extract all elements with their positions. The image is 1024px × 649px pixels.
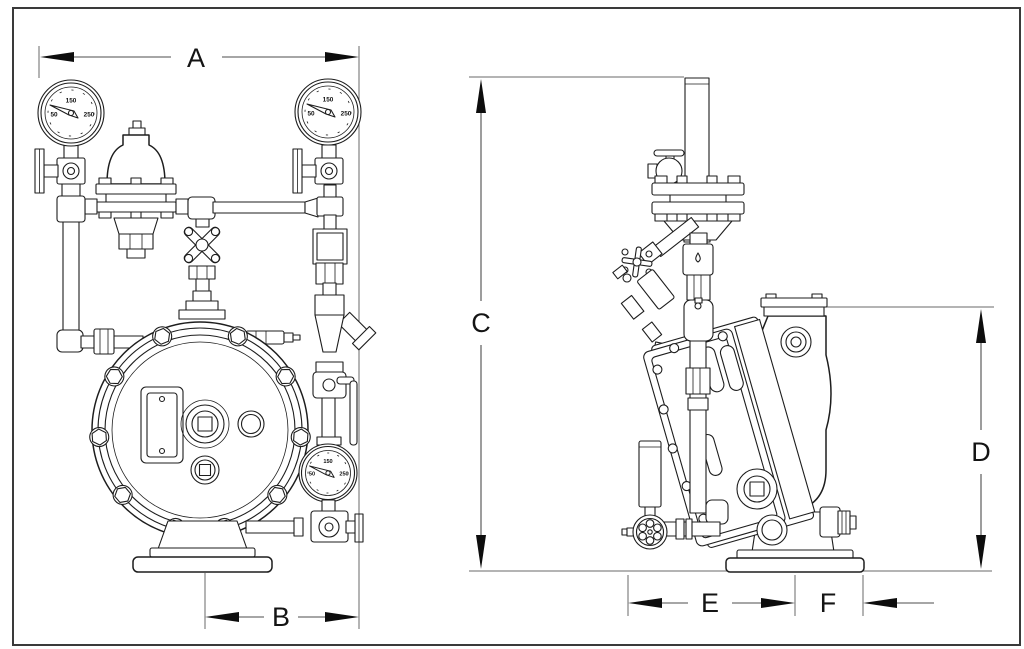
dimension-c: C [469, 76, 684, 569]
vertical-trim [682, 232, 729, 525]
gauge3-label-250: 250 [339, 472, 348, 478]
dim-label-d: D [971, 437, 991, 467]
drain-valve [245, 499, 364, 543]
dimension-b: B [204, 573, 359, 632]
gauge2-label-250: 250 [341, 111, 352, 118]
cover-boss [736, 468, 778, 510]
cover-plugs [180, 399, 265, 485]
gauge1-label-150: 150 [66, 98, 77, 105]
gauge2-label-50: 50 [307, 111, 315, 118]
gauge2-label-150: 150 [323, 97, 334, 104]
dim-label-a: A [187, 43, 205, 73]
drawing-frame [12, 7, 1021, 646]
test-wheel [621, 514, 668, 550]
trim-piping-top [187, 196, 319, 228]
dim-label-f: F [820, 588, 837, 618]
pressure-regulator [84, 120, 189, 259]
cross-handle-valve [183, 226, 221, 292]
base-flange-front [132, 520, 273, 573]
drip-cup [638, 440, 662, 519]
front-view: 150 50 250 [34, 78, 377, 573]
gauge-right: 150 50 250 [294, 78, 362, 146]
gauge-left: 150 50 250 [34, 79, 105, 223]
inlet-riser-left [56, 209, 144, 355]
trim-column-right [292, 144, 377, 446]
dim-label-c: C [471, 308, 491, 338]
base-flange-side [725, 549, 865, 573]
nameplate [140, 386, 184, 464]
gauge1-label-50: 50 [50, 112, 58, 119]
lower-gauge: 150 50 250 [298, 443, 358, 503]
flange-cross [651, 175, 745, 241]
drain-pipe-side [661, 514, 788, 546]
dim-label-b: B [272, 602, 290, 632]
dim-label-e: E [701, 588, 719, 618]
dimension-f: F [820, 575, 934, 618]
gauge3-label-150: 150 [323, 459, 332, 465]
side-view [612, 77, 865, 573]
dimension-d: D [827, 306, 994, 569]
gauge3-label-50: 50 [309, 472, 315, 478]
dimension-e: E [627, 575, 796, 618]
gauge1-label-250: 250 [84, 112, 95, 119]
